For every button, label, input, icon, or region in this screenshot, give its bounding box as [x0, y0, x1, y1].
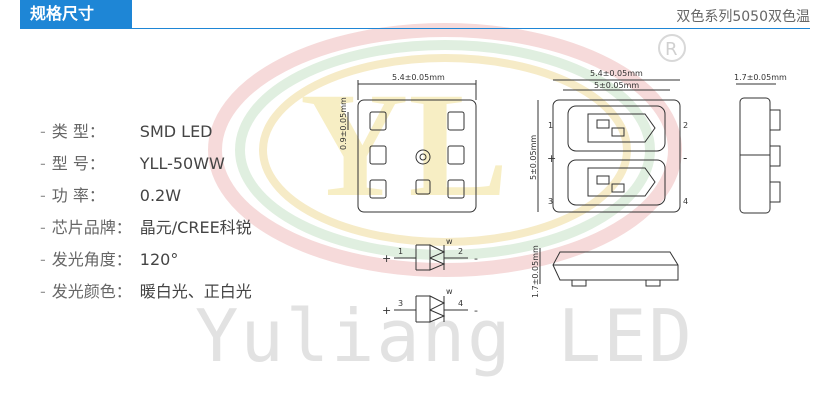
svg-text:5±0.05mm: 5±0.05mm [594, 81, 639, 90]
svg-text:3: 3 [548, 197, 553, 206]
spec-row-chip: -芯片品牌：晶元/CREE科锐 [40, 218, 252, 237]
svg-text:-: - [683, 151, 687, 165]
registered-mark: R [665, 39, 678, 60]
svg-text:1.7±0.05mm: 1.7±0.05mm [734, 73, 787, 82]
svg-text:2: 2 [458, 247, 463, 256]
spec-row-power: -功 率：0.2W [40, 186, 182, 205]
svg-text:2: 2 [683, 121, 688, 130]
svg-text:5±0.05mm: 5±0.05mm [529, 135, 538, 180]
spec-row-model: -型 号：YLL-50WW [40, 154, 225, 173]
svg-text:+: + [382, 252, 391, 265]
svg-text:4: 4 [683, 197, 688, 206]
spec-row-type: -类 型：SMD LED [40, 122, 213, 141]
svg-text:5.4±0.05mm: 5.4±0.05mm [590, 69, 643, 78]
svg-text:w: w [446, 287, 453, 296]
circuit-diagram: + - 1 2 w + - 3 4 w [382, 237, 478, 323]
top-view-drawing: 5.4±0.05mm 0.9±0.05mm [339, 73, 477, 213]
svg-text:w: w [446, 237, 453, 246]
end-view-drawing: 1.7±0.05mm [734, 73, 787, 214]
svg-text:1.7±0.05mm: 1.7±0.05mm [531, 245, 540, 298]
svg-text:5.4±0.05mm: 5.4±0.05mm [392, 73, 445, 82]
svg-text:3: 3 [398, 299, 403, 308]
brand-watermark: Yuliang LED [195, 294, 694, 378]
side-view-drawing: 5.4±0.05mm 5±0.05mm 5±0.05mm 1 2 3 4 + - [529, 69, 688, 213]
spec-list: -类 型：SMD LED -型 号：YLL-50WW -功 率：0.2W -芯片… [40, 118, 252, 310]
logo-letters: YL [300, 62, 508, 228]
svg-text:-: - [474, 304, 478, 317]
svg-text:1: 1 [398, 247, 403, 256]
svg-text:0.9±0.05mm: 0.9±0.05mm [339, 97, 348, 150]
svg-text:+: + [547, 152, 556, 165]
spec-row-angle: -发光角度：120° [40, 250, 179, 269]
svg-text:+: + [382, 304, 391, 317]
section-tab: 规格尺寸 [20, 0, 132, 28]
series-title: 双色系列5050双色温 [676, 9, 810, 25]
spec-row-color: -发光颜色：暖白光、正白光 [40, 282, 252, 301]
svg-text:-: - [474, 252, 478, 265]
svg-text:4: 4 [458, 299, 463, 308]
side-profile-drawing: 1.7±0.05mm [531, 245, 679, 298]
header-divider [20, 28, 810, 29]
svg-text:1: 1 [548, 121, 553, 130]
